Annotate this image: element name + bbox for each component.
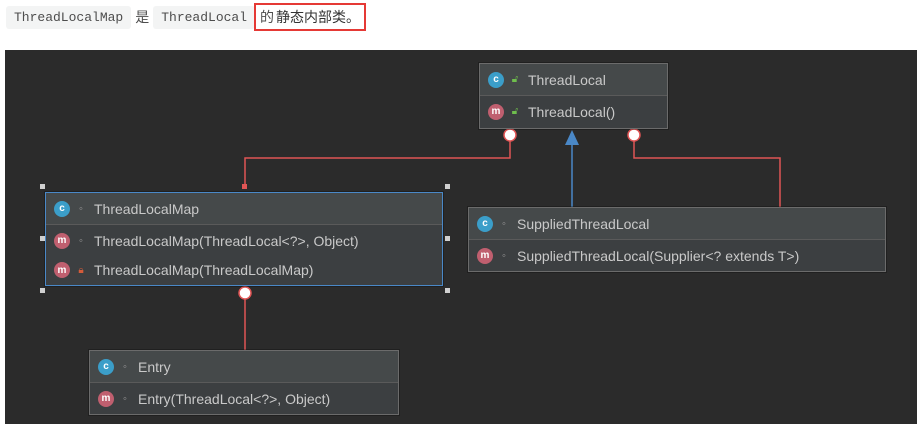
method-icon: m	[477, 247, 493, 264]
method-name: SuppliedThreadLocal(Supplier<? extends T…	[517, 247, 800, 264]
method-name: ThreadLocalMap(ThreadLocalMap)	[94, 262, 314, 278]
class-name: Entry	[138, 358, 171, 375]
caption-word: 是	[135, 9, 150, 25]
member-row[interactable]: m ◦ ThreadLocalMap(ThreadLocal<?>, Objec…	[46, 224, 442, 256]
selection-handle[interactable]	[445, 288, 450, 293]
class-box-threadlocalmap[interactable]: c ◦ ThreadLocalMap m ◦ ThreadLocalMap(Th…	[45, 192, 443, 286]
diagram-links	[238, 128, 781, 350]
method-icon: m	[98, 390, 114, 407]
member-row[interactable]: m 🔓︎ ThreadLocal()	[480, 95, 667, 127]
method-name: ThreadLocalMap(ThreadLocal<?>, Object)	[94, 232, 359, 249]
class-box-suppliedthreadlocal[interactable]: c ◦ SuppliedThreadLocal m ◦ SuppliedThre…	[468, 207, 886, 272]
method-name: Entry(ThreadLocal<?>, Object)	[138, 390, 331, 407]
link-endpoint-threadlocalmap	[238, 286, 252, 300]
class-header-entry[interactable]: c ◦ Entry	[90, 351, 398, 382]
class-name: ThreadLocal	[528, 71, 606, 88]
selection-handle[interactable]	[242, 184, 247, 189]
class-box-threadlocal[interactable]: c 🔓︎ ThreadLocal m 🔓︎ ThreadLocal()	[479, 63, 668, 129]
package-visibility-icon: ◦	[502, 217, 506, 230]
class-box-entry[interactable]: c ◦ Entry m ◦ Entry(ThreadLocal<?>, Obje…	[89, 350, 399, 415]
public-visibility-icon: 🔓︎	[511, 74, 519, 85]
selection-handle[interactable]	[445, 184, 450, 189]
uml-diagram-canvas: c 🔓︎ ThreadLocal m 🔓︎ ThreadLocal() c ◦ …	[5, 50, 917, 424]
selection-handle[interactable]	[40, 288, 45, 293]
class-header-threadlocal[interactable]: c 🔓︎ ThreadLocal	[480, 64, 667, 95]
caption-sentence: ThreadLocalMap 是 ThreadLocal 的静态内部类。	[6, 2, 367, 32]
selection-handle[interactable]	[40, 184, 45, 189]
member-row[interactable]: m ◦ SuppliedThreadLocal(Supplier<? exten…	[469, 239, 885, 271]
code-chip-threadlocal: ThreadLocal	[153, 5, 256, 29]
link-endpoint-threadlocal-right	[627, 128, 641, 142]
link-threadlocal-supplied	[633, 135, 781, 207]
class-icon: c	[488, 71, 504, 88]
public-visibility-icon: 🔓︎	[511, 106, 519, 117]
static-class-icon: c	[98, 358, 114, 375]
private-lock-icon: 🔒︎	[78, 264, 84, 276]
highlight-box: 的静态内部类。	[254, 3, 367, 31]
highlighted-text: 静态内部类。	[276, 9, 361, 25]
inherit-arrowhead	[565, 130, 579, 145]
link-threadlocal-threadlocalmap	[244, 135, 511, 185]
package-visibility-icon: ◦	[123, 360, 127, 373]
class-name: SuppliedThreadLocal	[517, 215, 650, 232]
selection-handle[interactable]	[445, 236, 450, 241]
class-header-threadlocalmap[interactable]: c ◦ ThreadLocalMap	[46, 193, 442, 224]
class-icon: c	[54, 200, 70, 217]
method-name: ThreadLocal()	[528, 103, 616, 120]
package-visibility-icon: ◦	[79, 202, 83, 215]
class-header-suppliedthreadlocal[interactable]: c ◦ SuppliedThreadLocal	[469, 208, 885, 239]
package-visibility-icon: ◦	[502, 249, 506, 262]
package-visibility-icon: ◦	[123, 392, 127, 405]
member-row[interactable]: m 🔒︎ ThreadLocalMap(ThreadLocalMap)	[46, 256, 442, 284]
method-icon: m	[488, 103, 504, 120]
link-endpoint-threadlocal-left	[503, 128, 517, 142]
method-icon: m	[54, 232, 70, 249]
class-name: ThreadLocalMap	[94, 200, 200, 217]
static-class-icon: c	[477, 215, 493, 232]
caption-de: 的	[260, 9, 275, 25]
selection-handle[interactable]	[40, 236, 45, 241]
method-icon: m	[54, 262, 70, 278]
code-chip-threadlocalmap: ThreadLocalMap	[6, 5, 132, 29]
package-visibility-icon: ◦	[79, 234, 83, 247]
member-row[interactable]: m ◦ Entry(ThreadLocal<?>, Object)	[90, 382, 398, 414]
